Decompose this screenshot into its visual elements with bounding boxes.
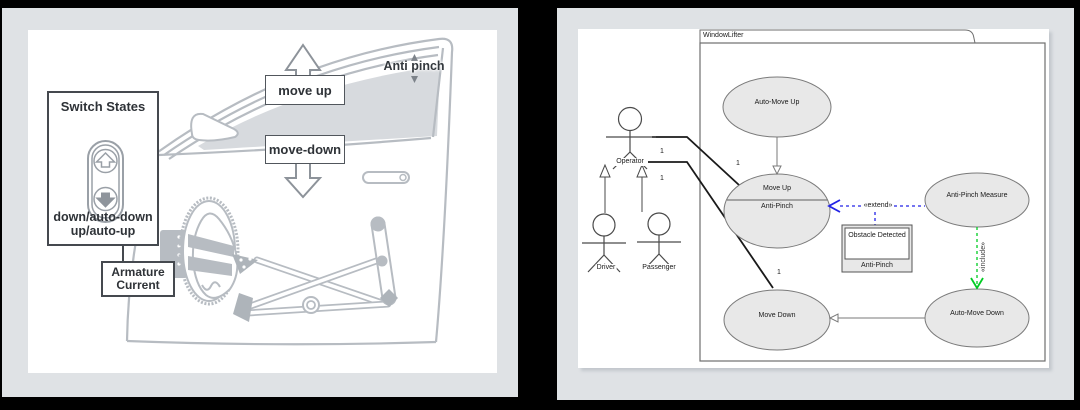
- use-case-move-down: [723, 289, 831, 351]
- condition-text: Obstacle Detected: [848, 232, 906, 239]
- door-bottom-edge: [126, 339, 437, 346]
- switch-states-caption: down/auto-down up/auto-up: [49, 210, 157, 238]
- passenger-label: Passenger: [641, 264, 677, 272]
- package-name: WindowLifter: [703, 32, 744, 39]
- move-up-extension-point-label: Anti-Pinch: [761, 203, 793, 210]
- car-door-drawing: [122, 37, 454, 346]
- switch-states-callout: Switch States down/auto-down up/auto-up: [47, 91, 159, 246]
- switch-caption-line2: up/auto-up: [70, 224, 136, 238]
- actor-driver: [582, 213, 626, 273]
- move-up-callout: move up: [265, 75, 345, 105]
- move-down-label: move-down: [268, 142, 342, 157]
- switch-states-title: Switch States: [60, 99, 146, 114]
- door-illustration-panel: Switch States down/auto-down up/auto-up …: [2, 8, 518, 397]
- actor-passenger: [637, 212, 681, 272]
- use-case-auto-move-up: [722, 76, 832, 138]
- condition-note-inner: [844, 227, 910, 260]
- package-tab: [699, 29, 976, 44]
- use-case-auto-move-down: [924, 288, 1030, 348]
- actor-generalizations: [599, 163, 648, 213]
- generalization-arrow-passenger: [636, 163, 648, 178]
- generalization-arrow-movedown: [828, 313, 839, 323]
- armature-line2: Current: [116, 278, 160, 292]
- use-case-generalizations: [772, 137, 925, 323]
- anti-pinch-measure-label: Anti-Pinch Measure: [946, 192, 1008, 199]
- condition-note: [841, 224, 913, 273]
- generalization-arrow-moveup: [772, 165, 782, 176]
- side-mirror: [190, 112, 239, 142]
- door-handle: [362, 171, 410, 184]
- window-switch-icon: [87, 140, 124, 223]
- switch-caption-line1: down/auto-down: [53, 210, 153, 224]
- include-label: «include»: [980, 241, 988, 273]
- window-lifter-mechanism: [160, 196, 398, 322]
- use-case-diagram-panel: WindowLifter Auto-Move Up Move Up Anti-P…: [557, 8, 1074, 400]
- auto-move-up-label: Auto-Move Up: [754, 99, 800, 106]
- multiplicity-operator-moveup: 1: [660, 148, 664, 155]
- include-arrowhead: [970, 277, 984, 290]
- window-glass: [198, 66, 440, 150]
- generalization-arrow-driver: [599, 163, 611, 178]
- anti-pinch-up-arrow-icon: [411, 54, 418, 61]
- drive-plate-holes: [239, 257, 252, 269]
- armature-line1: Armature: [111, 265, 165, 279]
- move-up-label: Move Up: [762, 185, 792, 192]
- extend-arrowhead: [827, 199, 841, 213]
- anti-pinch-label: Anti pinch: [383, 59, 445, 73]
- lower-glass-holder: [233, 293, 253, 322]
- multiplicity-operator-movedown: 1: [660, 175, 664, 182]
- associations: [648, 136, 774, 289]
- association-operator-movedown: [648, 161, 774, 289]
- drum-notch: [201, 281, 221, 291]
- auto-move-down-label: Auto-Move Down: [950, 310, 1004, 317]
- rail-foot: [380, 289, 398, 307]
- window-pillar-inner: [431, 47, 445, 138]
- armature-current-callout: Armature Current: [101, 261, 175, 297]
- condition-extension-point: Anti-Pinch: [861, 262, 893, 269]
- switch-down-arrow-icon: [95, 192, 116, 208]
- move-down-label: Move Down: [758, 312, 796, 319]
- move-down-arrow-icon: [283, 159, 323, 199]
- uml-diagram-drawing: [582, 29, 1046, 362]
- cable-housing-upper: [188, 234, 234, 257]
- move-up-arrow-icon: [284, 43, 322, 79]
- use-case-anti-pinch-measure: [924, 172, 1030, 228]
- driver-label: Driver: [595, 264, 617, 272]
- include-dependency: [970, 227, 984, 290]
- rail-mid-roller: [376, 255, 388, 267]
- extend-label: «extend»: [862, 202, 894, 210]
- rail-top-roller: [370, 216, 386, 232]
- anti-pinch-down-arrow-icon: [411, 76, 418, 83]
- move-down-callout: move-down: [265, 135, 345, 164]
- switch-up-arrow-icon: [94, 151, 117, 168]
- door-lock: [399, 173, 407, 182]
- cable-housing-lower: [188, 256, 232, 276]
- scissor-pivot-inner: [306, 300, 316, 310]
- multiplicity-moveup-end: 1: [736, 160, 740, 167]
- gear-teeth: [178, 196, 240, 306]
- operator-label: Operator: [615, 158, 645, 166]
- use-case-ellipses: [722, 76, 1030, 351]
- association-operator-moveup: [652, 136, 740, 186]
- move-up-label: move up: [278, 82, 332, 98]
- multiplicity-movedown-end: 1: [777, 269, 781, 276]
